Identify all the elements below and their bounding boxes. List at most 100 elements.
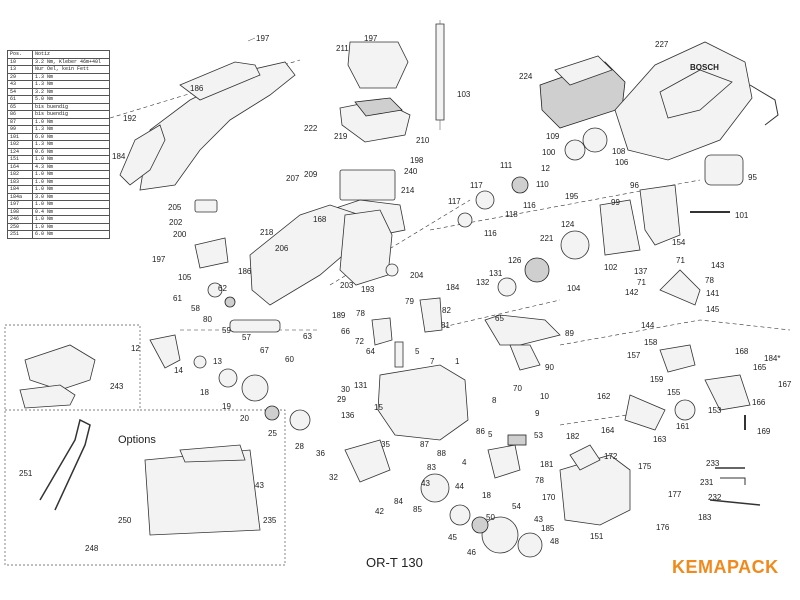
part-label: 43 bbox=[255, 481, 264, 490]
part-label: 105 bbox=[178, 273, 192, 282]
position-cell: 61 bbox=[7, 95, 33, 104]
part-label: 118 bbox=[505, 210, 518, 219]
part-label: 137 bbox=[634, 267, 648, 276]
note-cell: 1.0 Nm bbox=[32, 200, 110, 209]
part-label: 64 bbox=[366, 347, 375, 356]
position-cell: 250 bbox=[7, 222, 33, 231]
part-label: 20 bbox=[240, 414, 249, 423]
position-cell: 13 bbox=[7, 65, 33, 74]
battery-brand-label: BOSCH bbox=[690, 63, 719, 72]
part-label: 19 bbox=[222, 402, 231, 411]
part-label: 87 bbox=[420, 440, 429, 449]
part-label: 43 bbox=[421, 479, 430, 488]
note-cell: 3.0 Nm bbox=[32, 192, 110, 201]
note-cell: 1.3 Nm bbox=[32, 72, 110, 81]
part-label: 202 bbox=[169, 218, 183, 227]
part-label: 84 bbox=[394, 497, 403, 506]
part-label: 36 bbox=[316, 449, 325, 458]
part-label: 159 bbox=[650, 375, 664, 384]
part-label: 209 bbox=[304, 170, 318, 179]
part-label: 71 bbox=[676, 256, 685, 265]
part-label: 224 bbox=[519, 72, 533, 81]
part-label: 90 bbox=[545, 363, 554, 372]
part-label: 60 bbox=[285, 355, 294, 364]
part-label: 168 bbox=[735, 347, 749, 356]
part-label: 117 bbox=[470, 181, 483, 190]
part-label: 5 bbox=[488, 430, 493, 439]
position-cell: 197 bbox=[7, 200, 33, 209]
part-label: 54 bbox=[512, 502, 521, 511]
part-label: 50 bbox=[486, 513, 495, 522]
part-label: 83 bbox=[427, 463, 436, 472]
battery-and-charger: BOSCH bbox=[539, 41, 779, 161]
part-label: 100 bbox=[542, 148, 556, 157]
part-label: 250 bbox=[118, 516, 132, 525]
part-label: 1 bbox=[455, 357, 460, 366]
part-label: 184 bbox=[112, 152, 126, 161]
part-label: 211 bbox=[336, 44, 349, 53]
part-label: 176 bbox=[656, 523, 670, 532]
part-label: 111 bbox=[500, 161, 513, 170]
part-label: 227 bbox=[655, 40, 669, 49]
part-label: 124 bbox=[561, 220, 575, 229]
note-cell: 5.0 Nm bbox=[32, 95, 110, 104]
part-label: 132 bbox=[476, 278, 490, 287]
part-label: 175 bbox=[638, 462, 652, 471]
part-label: 143 bbox=[711, 261, 725, 270]
position-cell: 251 bbox=[7, 230, 33, 239]
part-label: 43 bbox=[534, 515, 543, 524]
part-label: 18 bbox=[200, 388, 209, 397]
part-label: 197 bbox=[364, 34, 378, 43]
table-header-row: Pos. Notiz bbox=[7, 50, 110, 59]
part-label: 80 bbox=[203, 315, 212, 324]
part-label: 185 bbox=[541, 524, 555, 533]
part-label: 109 bbox=[546, 132, 560, 141]
part-label: 95 bbox=[748, 173, 757, 182]
part-label: 25 bbox=[268, 429, 277, 438]
part-label: 221 bbox=[540, 234, 554, 243]
part-label: 96 bbox=[630, 181, 639, 190]
position-cell: 183 bbox=[7, 177, 33, 186]
part-label: 85 bbox=[413, 505, 422, 514]
part-label: 248 bbox=[85, 544, 99, 553]
part-label: 131 bbox=[489, 269, 503, 278]
position-cell: 87 bbox=[7, 117, 33, 126]
options-frame bbox=[4, 324, 286, 566]
note-cell: bis buendig bbox=[32, 110, 110, 119]
part-label: 101 bbox=[735, 211, 749, 220]
part-label: 110 bbox=[536, 180, 549, 189]
part-label: 163 bbox=[653, 435, 667, 444]
part-label: 126 bbox=[508, 256, 522, 265]
part-label: 186 bbox=[238, 267, 252, 276]
sealer-section bbox=[624, 344, 761, 506]
part-label: 210 bbox=[416, 136, 430, 145]
part-label: 44 bbox=[455, 482, 464, 491]
part-label: 193 bbox=[361, 285, 375, 294]
part-label: 189 bbox=[332, 311, 346, 320]
note-cell: 1.0 Nm bbox=[32, 177, 110, 186]
position-cell: 184 bbox=[7, 185, 33, 194]
part-label: 218 bbox=[260, 228, 274, 237]
part-label: 142 bbox=[625, 288, 639, 297]
note-cell: bis buendig bbox=[32, 102, 110, 111]
part-label: 4 bbox=[462, 458, 467, 467]
part-label: 116 bbox=[484, 229, 497, 238]
note-cell: 0.4 Nm bbox=[32, 207, 110, 216]
note-cell: 3.2 Nm, Kleber 46m+40l bbox=[32, 57, 110, 66]
model-label: OR-T 130 bbox=[366, 555, 423, 570]
part-label: 81 bbox=[441, 321, 450, 330]
